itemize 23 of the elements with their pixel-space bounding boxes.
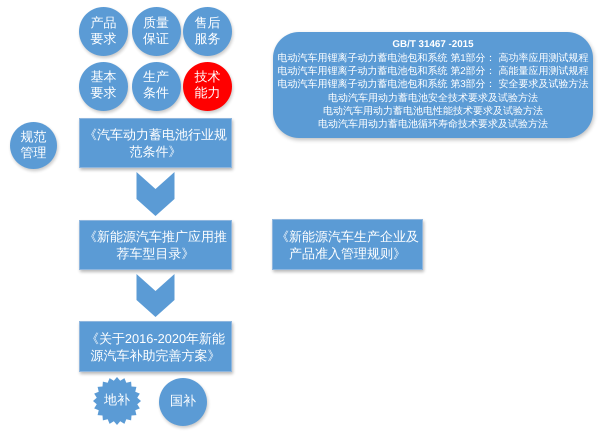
standard-title: 电动汽车用动力蓄电池电性能技术要求及试验方法 [323, 104, 543, 118]
document-box: 《汽车动力蓄电池行业规范条件》 [79, 118, 232, 168]
standard-code: GB/T 31467 -2015 [392, 38, 474, 52]
topic-circle: 产品要求 [79, 7, 128, 56]
standard-title: 电动汽车用动力蓄电池安全技术要求及试验方法 [328, 92, 538, 105]
standard-title: 电动汽车用锂离子动力蓄电池包和系统 第3部分： 安全要求及试验方法 [278, 78, 588, 92]
standard-title: 电动汽车用动力蓄电池循环寿命技术要求及试验方法 [318, 118, 548, 132]
standard-title: 电动汽车用锂离子动力蓄电池包和系统 第2部分： 高能量应用测试规程 [278, 65, 588, 78]
topic-circle: 基本要求 [79, 62, 128, 110]
chevron-arrow [136, 274, 174, 317]
chevron-arrow [136, 172, 174, 216]
starburst-badge: 地补 [93, 377, 141, 425]
topic-circle: 生产条件 [132, 62, 180, 110]
document-box: 《新能源汽车推广应用推荐车型目录》 [79, 220, 232, 270]
topic-circle: 售后服务 [183, 7, 232, 56]
topic-circle: 规范管理 [10, 122, 57, 169]
standards-panel [273, 32, 593, 138]
standard-title: 电动汽车用锂离子动力蓄电池包和系统 第1部分： 高功率应用测试规程 [278, 52, 588, 66]
topic-circle: 国补 [159, 378, 207, 426]
topic-circle: 质量保证 [132, 7, 180, 56]
document-box: 《新能源汽车生产企业及产品准入管理规则》 [272, 219, 423, 270]
topic-circle: 技术能力 [183, 62, 232, 110]
document-box: 《关于2016-2020年新能源汽车补助完善方案》 [79, 321, 232, 372]
